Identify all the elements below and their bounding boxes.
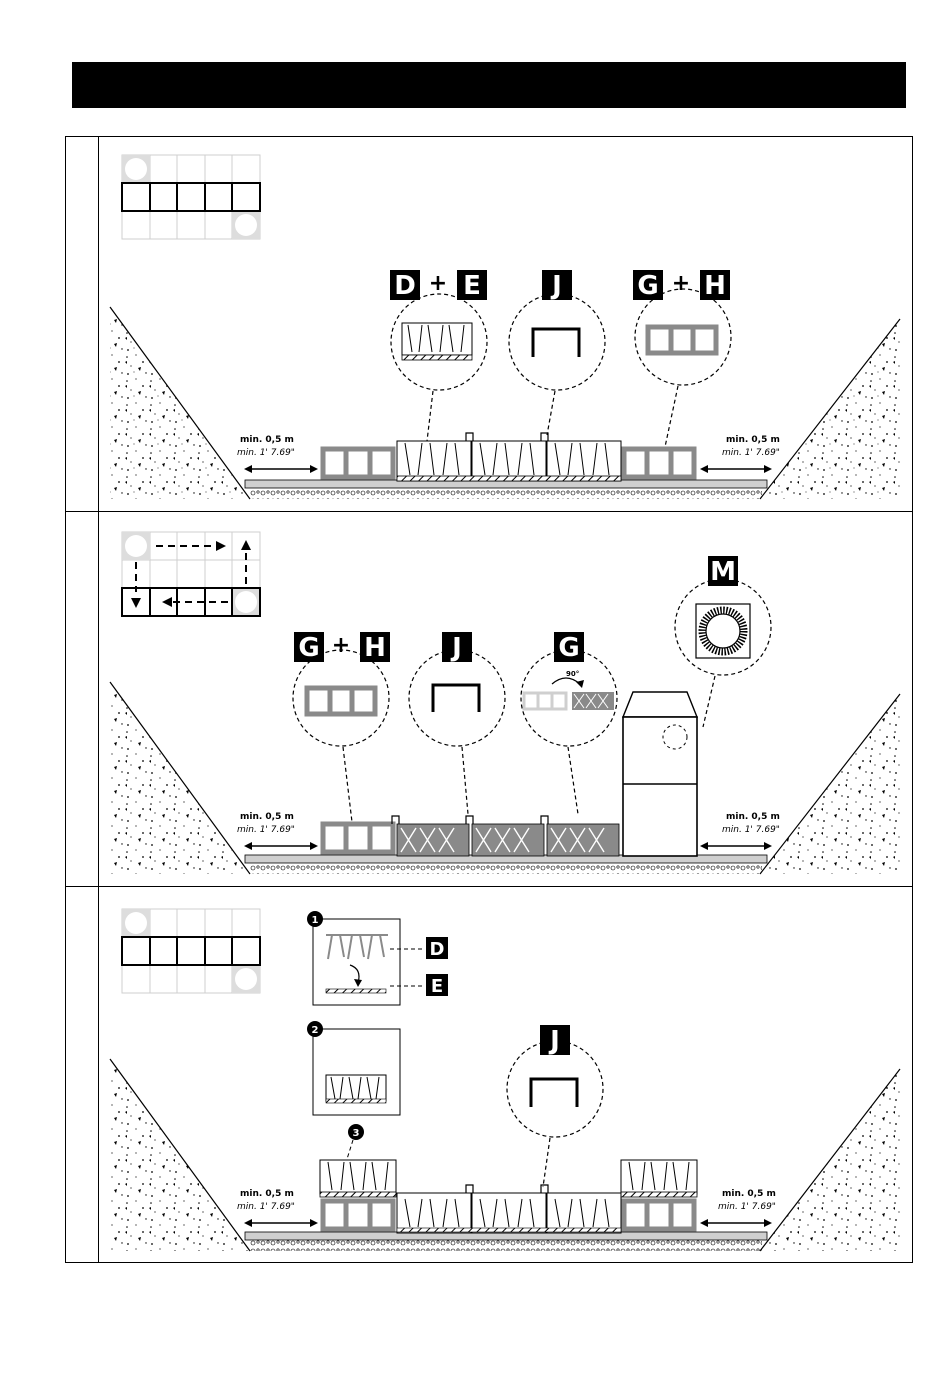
label-j: J xyxy=(548,1026,560,1056)
distance-left-metric: min. 0,5 m xyxy=(240,1189,294,1199)
plus-sign: + xyxy=(672,271,690,296)
distance-left: min. 0,5 m min. 1' 7.69" xyxy=(237,1189,318,1227)
distance-left-imperial: min. 1' 7.69" xyxy=(237,448,295,458)
gravel-bed xyxy=(250,488,762,499)
label-g: G xyxy=(558,633,579,663)
label-g: G xyxy=(298,633,319,663)
label-j: J xyxy=(550,271,562,301)
distance-left-metric: min. 0,5 m xyxy=(240,435,294,445)
step-1-number: 1 xyxy=(312,915,319,926)
module-row xyxy=(323,433,694,481)
distance-right-imperial: min. 1' 7.69" xyxy=(718,1202,776,1212)
distance-right: min. 0,5 m min. 1' 7.69" xyxy=(700,435,780,473)
step-number-column xyxy=(98,136,99,1263)
callout-g-h: G + H xyxy=(293,632,390,822)
gravel-bed xyxy=(250,1240,762,1251)
callout-j: J xyxy=(507,1025,603,1187)
distance-left-imperial: min. 1' 7.69" xyxy=(237,825,295,835)
plus-sign: + xyxy=(332,633,350,658)
layout-grid-sequence xyxy=(122,532,260,616)
label-h: H xyxy=(704,271,726,301)
label-m: M xyxy=(710,557,736,587)
layout-grid xyxy=(122,909,260,993)
panel-3-diagram: 1 D E 2 3 xyxy=(100,887,912,1262)
panel-2-diagram: min. 0,5 m min. 1' 7.69" min. 0,5 m min.… xyxy=(100,512,912,886)
distance-left-imperial: min. 1' 7.69" xyxy=(237,1202,295,1212)
label-d: D xyxy=(394,271,416,301)
step-3-number: 3 xyxy=(353,1128,360,1139)
plus-sign: + xyxy=(429,271,447,296)
callout-g-rotated: G 90° xyxy=(521,632,617,814)
tank xyxy=(623,692,697,856)
callout-g-h: G + H xyxy=(633,270,731,447)
module-row xyxy=(320,1160,697,1233)
callout-j: J xyxy=(509,270,605,435)
distance-right-metric: min. 0,5 m xyxy=(726,812,780,822)
panel-1-diagram: min. 0,5 m min. 1' 7.69" min. 0,5 m min.… xyxy=(100,137,912,511)
module-row xyxy=(323,816,619,856)
header-bar xyxy=(72,62,906,108)
step-2-number: 2 xyxy=(312,1025,319,1036)
distance-right: min. 0,5 m min. 1' 7.69" xyxy=(700,1189,776,1227)
distance-left: min. 0,5 m min. 1' 7.69" xyxy=(237,435,318,473)
gravel-bed xyxy=(250,863,762,874)
distance-right-imperial: min. 1' 7.69" xyxy=(722,825,780,835)
callout-j: J xyxy=(409,632,505,814)
distance-right-metric: min. 0,5 m xyxy=(726,435,780,445)
distance-right-imperial: min. 1' 7.69" xyxy=(722,448,780,458)
label-g: G xyxy=(637,271,658,301)
layout-grid xyxy=(122,155,260,239)
label-e: E xyxy=(431,976,443,997)
distance-left-metric: min. 0,5 m xyxy=(240,812,294,822)
step-1-box: 1 D E xyxy=(307,911,448,1005)
step-2-box: 2 xyxy=(307,1021,400,1115)
rotation-label: 90° xyxy=(566,670,579,678)
label-h: H xyxy=(364,633,386,663)
label-j: J xyxy=(450,633,462,663)
label-d: D xyxy=(430,939,445,960)
label-e: E xyxy=(463,271,481,301)
distance-right-metric: min. 0,5 m xyxy=(722,1189,776,1199)
distance-right: min. 0,5 m min. 1' 7.69" xyxy=(700,812,780,850)
callout-d-e: D + E xyxy=(390,270,487,441)
distance-left: min. 0,5 m min. 1' 7.69" xyxy=(237,812,318,850)
